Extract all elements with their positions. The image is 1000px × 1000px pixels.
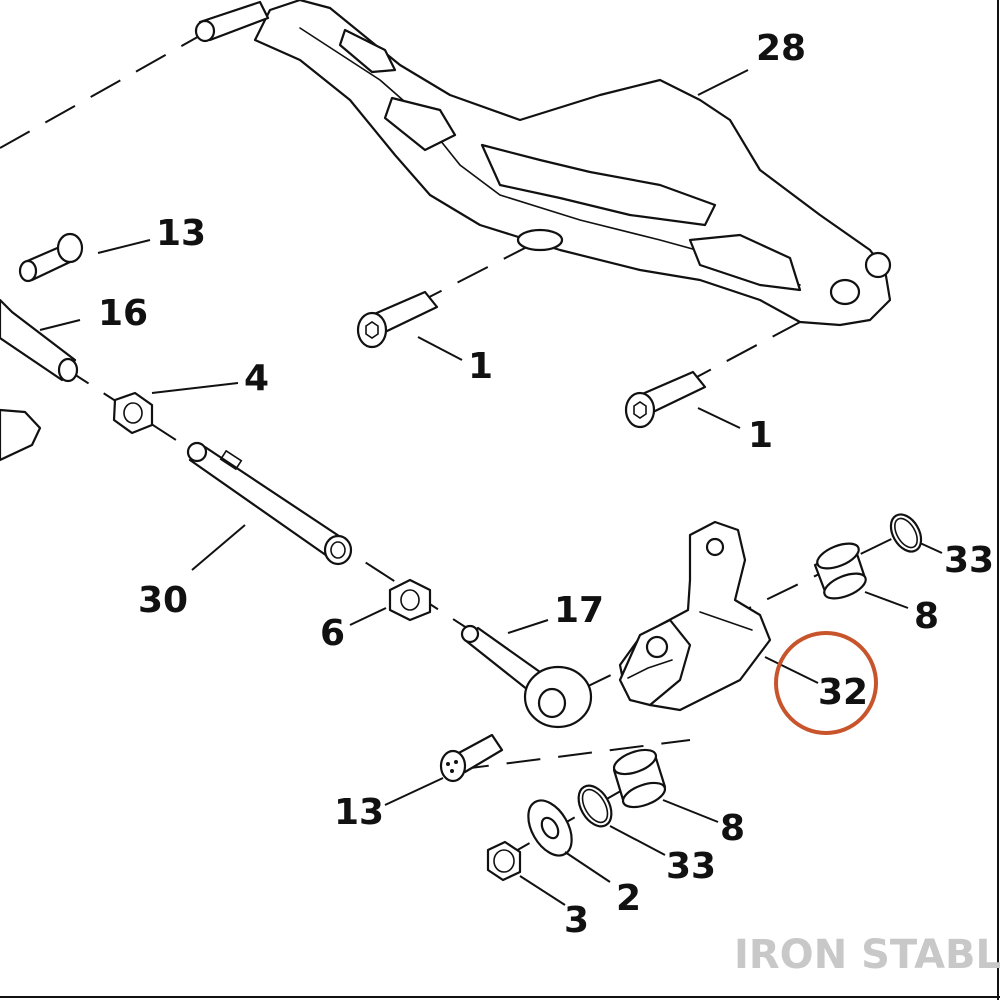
bushing-part-8-upper xyxy=(813,542,867,600)
callout-8-upper: 8 xyxy=(914,596,939,637)
highlight-ring-32 xyxy=(774,631,878,735)
callout-32: 32 xyxy=(818,672,868,713)
callout-3: 3 xyxy=(564,900,589,941)
lock-nut-part-3 xyxy=(486,840,522,882)
callout-33-lower: 33 xyxy=(666,846,716,887)
washer-part-2 xyxy=(527,799,573,857)
callout-17: 17 xyxy=(554,590,604,631)
hex-nut-part-4 xyxy=(112,391,154,435)
callout-8-lower: 8 xyxy=(720,808,745,849)
callout-1-upper: 1 xyxy=(468,346,493,387)
callout-13-lower: 13 xyxy=(334,792,384,833)
callout-13-upper: 13 xyxy=(156,213,206,254)
rod-end-part-17 xyxy=(460,624,593,729)
shift-lever-part-32 xyxy=(618,520,772,712)
screw-part-1-b xyxy=(624,370,707,429)
callout-28: 28 xyxy=(756,28,806,69)
o-ring-part-33-upper xyxy=(889,513,923,553)
screw-part-1-a xyxy=(356,290,439,349)
callout-30: 30 xyxy=(138,580,188,621)
rod-part-16 xyxy=(0,298,79,383)
bushing-part-8-lower xyxy=(612,748,667,809)
callout-6: 6 xyxy=(320,613,345,654)
pedal-pad-edge xyxy=(0,408,42,462)
callout-16: 16 xyxy=(98,293,148,334)
bracket-part-28 xyxy=(194,0,892,327)
watermark-text: IRON STABLE xyxy=(734,932,1000,978)
hex-nut-part-6 xyxy=(388,578,432,622)
bolt-part-13-lower xyxy=(439,733,504,783)
callout-labels: 28 13 16 4 1 1 30 6 17 33 8 32 13 8 33 2… xyxy=(98,28,994,941)
callout-4: 4 xyxy=(244,358,269,399)
callout-33-upper: 33 xyxy=(944,540,994,581)
callout-2: 2 xyxy=(616,878,641,919)
bolt-part-13-upper xyxy=(18,232,84,283)
sleeve-part-30 xyxy=(186,441,353,566)
leader-lines xyxy=(39,69,943,906)
o-ring-part-33-lower xyxy=(577,784,613,828)
callout-1-lower: 1 xyxy=(748,415,773,456)
